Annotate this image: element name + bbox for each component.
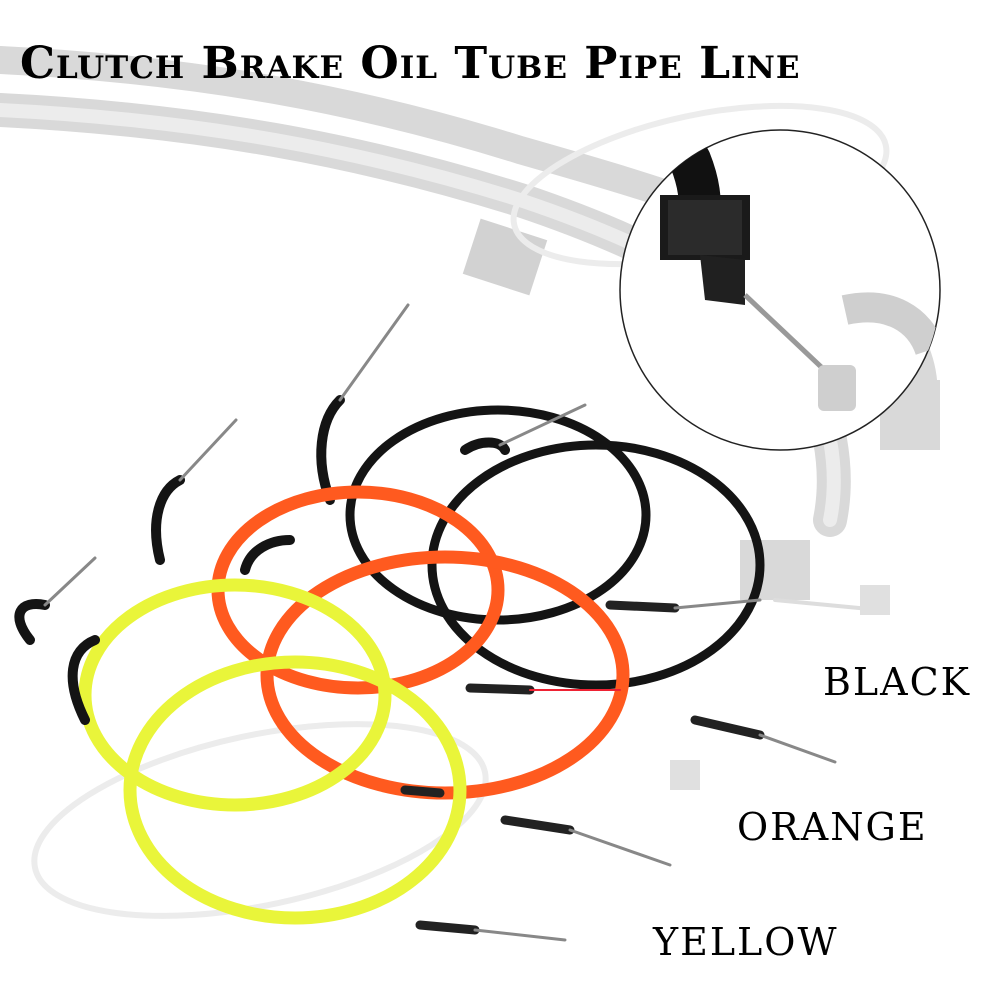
detail-magnifier bbox=[619, 129, 941, 451]
label-orange: ORANGE bbox=[737, 805, 928, 849]
label-black: BLACK bbox=[823, 660, 972, 704]
label-yellow: YELLOW bbox=[653, 920, 839, 964]
page-title: Clutch Brake Oil Tube Pipe Line bbox=[20, 38, 801, 89]
orange-cable-set bbox=[151, 418, 672, 867]
yellow-cable-set bbox=[14, 556, 567, 942]
black-cable-set bbox=[316, 303, 837, 764]
